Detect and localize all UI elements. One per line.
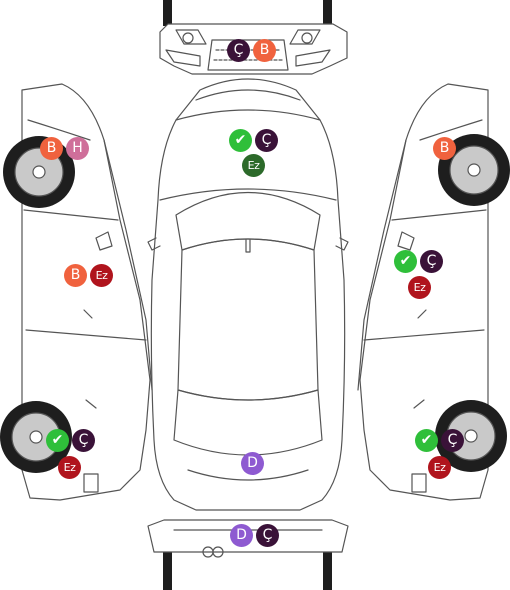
left-fender-h-badge[interactable]: H [66,137,89,160]
hood-ez-badge[interactable]: Ez [242,154,265,177]
left-side-view [0,83,153,501]
trunk-d-badge[interactable]: D [241,452,264,475]
hood-c-badge[interactable]: Ç [255,129,278,152]
right-fender-b-badge[interactable]: B [433,137,456,160]
front-bumper-b-badge[interactable]: B [253,39,276,62]
left-rear-c-badge[interactable]: Ç [72,429,95,452]
front-bumper-c-badge[interactable]: Ç [227,39,250,62]
right-door-ez-badge[interactable]: Ez [408,276,431,299]
left-rear-check-badge[interactable]: ✔ [46,429,69,452]
right-side-view [357,83,510,501]
left-rear-ez-badge[interactable]: Ez [58,456,81,479]
right-rear-ez-badge[interactable]: Ez [428,456,451,479]
rear-bumper-d-badge[interactable]: D [230,524,253,547]
right-rear-c-badge[interactable]: Ç [441,429,464,452]
front-bumper-part[interactable] [159,0,348,75]
left-door-b-badge[interactable]: B [64,264,87,287]
left-door-ez-badge[interactable]: Ez [90,264,113,287]
right-door-c-badge[interactable]: Ç [420,250,443,273]
hood-check-badge[interactable]: ✔ [229,129,252,152]
top-view-body [147,78,349,511]
right-door-check-badge[interactable]: ✔ [394,250,417,273]
rear-bumper-c-badge[interactable]: Ç [256,524,279,547]
right-rear-check-badge[interactable]: ✔ [415,429,438,452]
left-fender-b-badge[interactable]: B [40,137,63,160]
